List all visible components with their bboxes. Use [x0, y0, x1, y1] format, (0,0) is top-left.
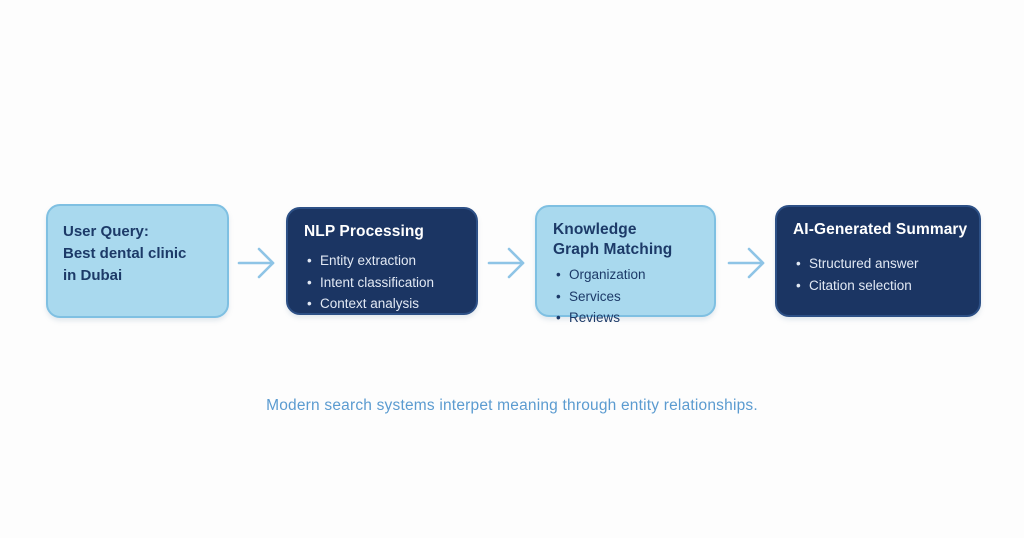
flow-box-ai-generated-summary: AI-Generated Summary Structured answer C… [775, 205, 981, 317]
right-arrow-icon [236, 243, 278, 283]
bullet-list: Structured answer Citation selection [793, 254, 967, 295]
bullet-item: Intent classification [304, 273, 464, 293]
box-title: NLP Processing [304, 223, 424, 240]
user-query-line: in Dubai [63, 267, 123, 285]
user-query-line: Best dental clinic [63, 245, 187, 263]
bullet-item: Structured answer [793, 254, 967, 274]
bullet-item: Organization [553, 265, 702, 285]
flow-box-knowledge-graph-matching: Knowledge Graph Matching Organization Se… [535, 205, 716, 328]
bullet-item: Entity extraction [304, 251, 464, 271]
flow-box-user-query: User Query: Best dental clinic in Dubai [46, 204, 229, 318]
bullet-item: Context analysis [304, 294, 464, 314]
right-arrow-icon [726, 243, 768, 283]
box-title: Knowledge Graph Matching [553, 221, 673, 259]
box-title: AI-Generated Summary [793, 221, 968, 238]
flow-box-nlp-processing: NLP Processing Entity extraction Intent … [286, 207, 478, 315]
bullet-list: Entity extraction Intent classification … [304, 251, 464, 314]
user-query-text: User Query: Best dental clinic in Dubai [63, 221, 215, 288]
bullet-item: Reviews [553, 308, 702, 328]
caption: Modern search systems interpet meaning t… [266, 397, 758, 414]
user-query-line: User Query: [63, 223, 149, 240]
bullet-item: Citation selection [793, 276, 967, 296]
bullet-item: Services [553, 287, 702, 307]
bullet-list: Organization Services Reviews [553, 265, 702, 328]
right-arrow-icon [486, 243, 528, 283]
